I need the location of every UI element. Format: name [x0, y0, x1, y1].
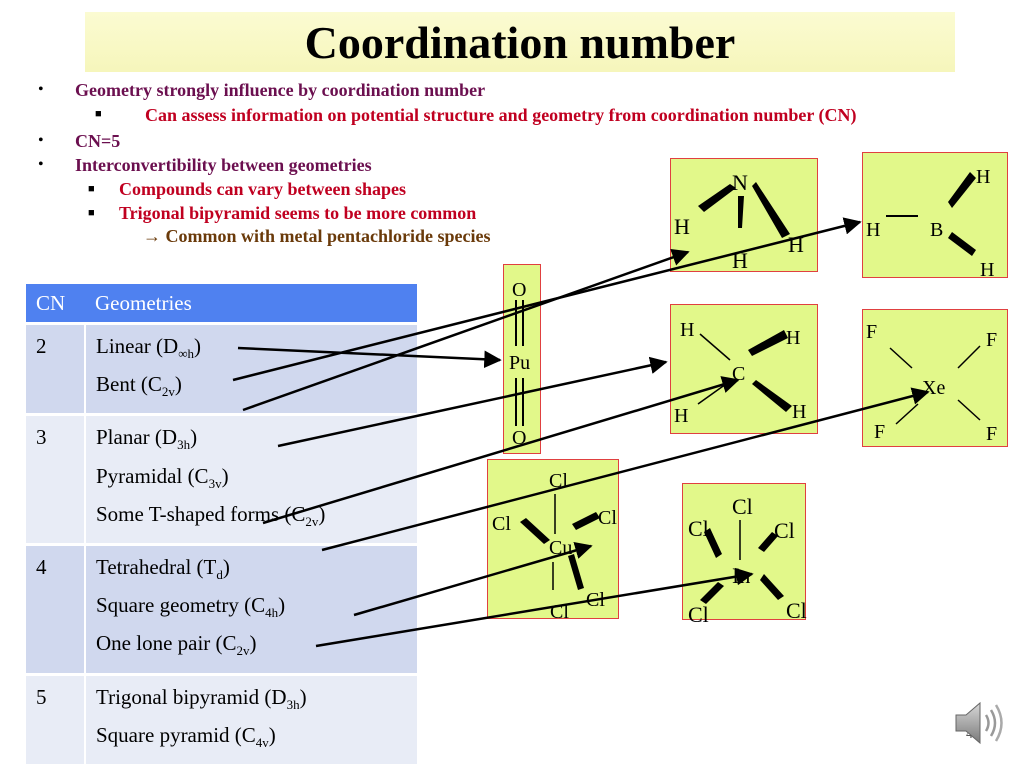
atom-in: In	[732, 563, 751, 588]
atom-o-bottom: O	[512, 427, 527, 449]
cucl5-bonds	[520, 494, 600, 590]
atom-h: H	[674, 214, 690, 239]
geometry-entry: Pyramidal (C3v)	[96, 463, 229, 491]
atom-cl: Cl	[786, 598, 807, 623]
atom-h: H	[980, 259, 995, 281]
atom-cl: Cl	[586, 589, 605, 611]
table-row: 4 Tetrahedral (Td) Square geometry (C4h)…	[26, 542, 417, 674]
atom-cu: Cu	[549, 537, 573, 559]
cn-cell: 2	[26, 321, 86, 415]
structure-bh3	[862, 152, 1008, 278]
structure-incl5	[682, 483, 806, 620]
structure-ch4	[670, 304, 818, 434]
atom-f: F	[986, 423, 998, 445]
incl5-bonds	[700, 520, 784, 604]
header-geometries: Geometries	[85, 284, 417, 324]
bullet-square: ■	[95, 108, 102, 120]
atom-xe: Xe	[922, 377, 946, 399]
bh3-bonds	[886, 172, 976, 256]
bullet-dot: •	[38, 81, 44, 98]
atom-cl: Cl	[598, 507, 617, 529]
atom-h: H	[792, 401, 807, 423]
table-row: 3 Planar (D3h) Pyramidal (C3v) Some T-sh…	[26, 413, 417, 545]
geometry-entry: Bent (C2v)	[96, 372, 182, 400]
geometries-cell: Tetrahedral (Td) Square geometry (C4h) O…	[85, 542, 417, 674]
atom-f: F	[986, 329, 998, 351]
atom-o-top: O	[512, 279, 527, 301]
atom-cl: Cl	[549, 470, 568, 492]
bullet-3-2-1: → Common with metal pentachloride specie…	[143, 226, 491, 246]
geometry-entry: Planar (D3h)	[96, 425, 198, 453]
header-cn: CN	[26, 284, 85, 324]
atom-cl: Cl	[492, 513, 511, 535]
table-header-row: CN Geometries	[26, 284, 417, 324]
bullet-2: CN=5	[75, 131, 121, 151]
atom-cl: Cl	[774, 518, 795, 543]
geometry-entry: Tetrahedral (Td)	[96, 554, 230, 583]
atom-cl: Cl	[688, 602, 709, 627]
bullet-3-2: Trigonal bipyramid seems to be more comm…	[119, 203, 477, 223]
atom-h: H	[732, 248, 748, 273]
atom-f: F	[874, 421, 886, 443]
atom-cl: Cl	[732, 494, 753, 519]
atom-h: H	[976, 166, 991, 188]
atom-f: F	[866, 321, 878, 343]
atom-n: N	[732, 170, 748, 195]
geometry-entry: Square pyramid (C4v)	[96, 722, 276, 750]
geometries-cell: Trigonal bipyramid (D3h) Square pyramid …	[85, 672, 417, 764]
table-row: 5 Trigonal bipyramid (D3h) Square pyrami…	[26, 672, 417, 764]
atom-h: H	[786, 327, 801, 349]
structure-cucl5	[487, 459, 619, 619]
speaker-icon[interactable]	[950, 695, 1010, 751]
atom-h: H	[866, 219, 881, 241]
atom-cl: Cl	[688, 516, 709, 541]
bullet-square: ■	[88, 183, 95, 195]
geometry-entry: Linear (D∞h)	[96, 334, 201, 362]
geometries-cell: Planar (D3h) Pyramidal (C3v) Some T-shap…	[85, 413, 417, 545]
nh3-bonds	[698, 182, 790, 238]
atom-c: C	[732, 363, 746, 385]
atom-h: H	[680, 319, 695, 341]
cn-cell: 4	[26, 542, 86, 674]
structure-nh3	[670, 158, 818, 272]
xef4-bonds	[889, 345, 981, 425]
geometry-entry: Trigonal bipyramid (D3h)	[96, 684, 307, 712]
atom-h: H	[788, 232, 804, 257]
bullet-3-1: Compounds can vary between shapes	[119, 179, 407, 199]
atom-h: H	[674, 405, 689, 427]
atom-cl: Cl	[550, 601, 569, 623]
cn-cell: 3	[26, 413, 86, 545]
bullet-1: Geometry strongly influence by coordinat…	[75, 80, 486, 100]
bullet-square: ■	[88, 207, 95, 219]
bullet-dot: •	[38, 132, 44, 149]
bullet-1-1: Can assess information on potential stru…	[145, 105, 857, 125]
title-band: Coordination number	[85, 12, 955, 72]
bullet-dot: •	[38, 156, 44, 173]
connector-arrows	[232, 217, 930, 648]
slide-title: Coordination number	[304, 17, 736, 68]
cn-geometry-table: CN Geometries 2 Linear (D∞h) Bent (C2v) …	[26, 284, 417, 764]
geometry-entry: Square geometry (C4h)	[96, 593, 286, 621]
structure-xef4	[862, 309, 1008, 447]
geometry-entry: One lone pair (C2v)	[96, 631, 257, 659]
atom-pu: Pu	[509, 352, 531, 374]
atom-b: B	[930, 219, 944, 241]
bullet-3: Interconvertibility between geometries	[75, 155, 372, 175]
cn-cell: 5	[26, 672, 86, 764]
